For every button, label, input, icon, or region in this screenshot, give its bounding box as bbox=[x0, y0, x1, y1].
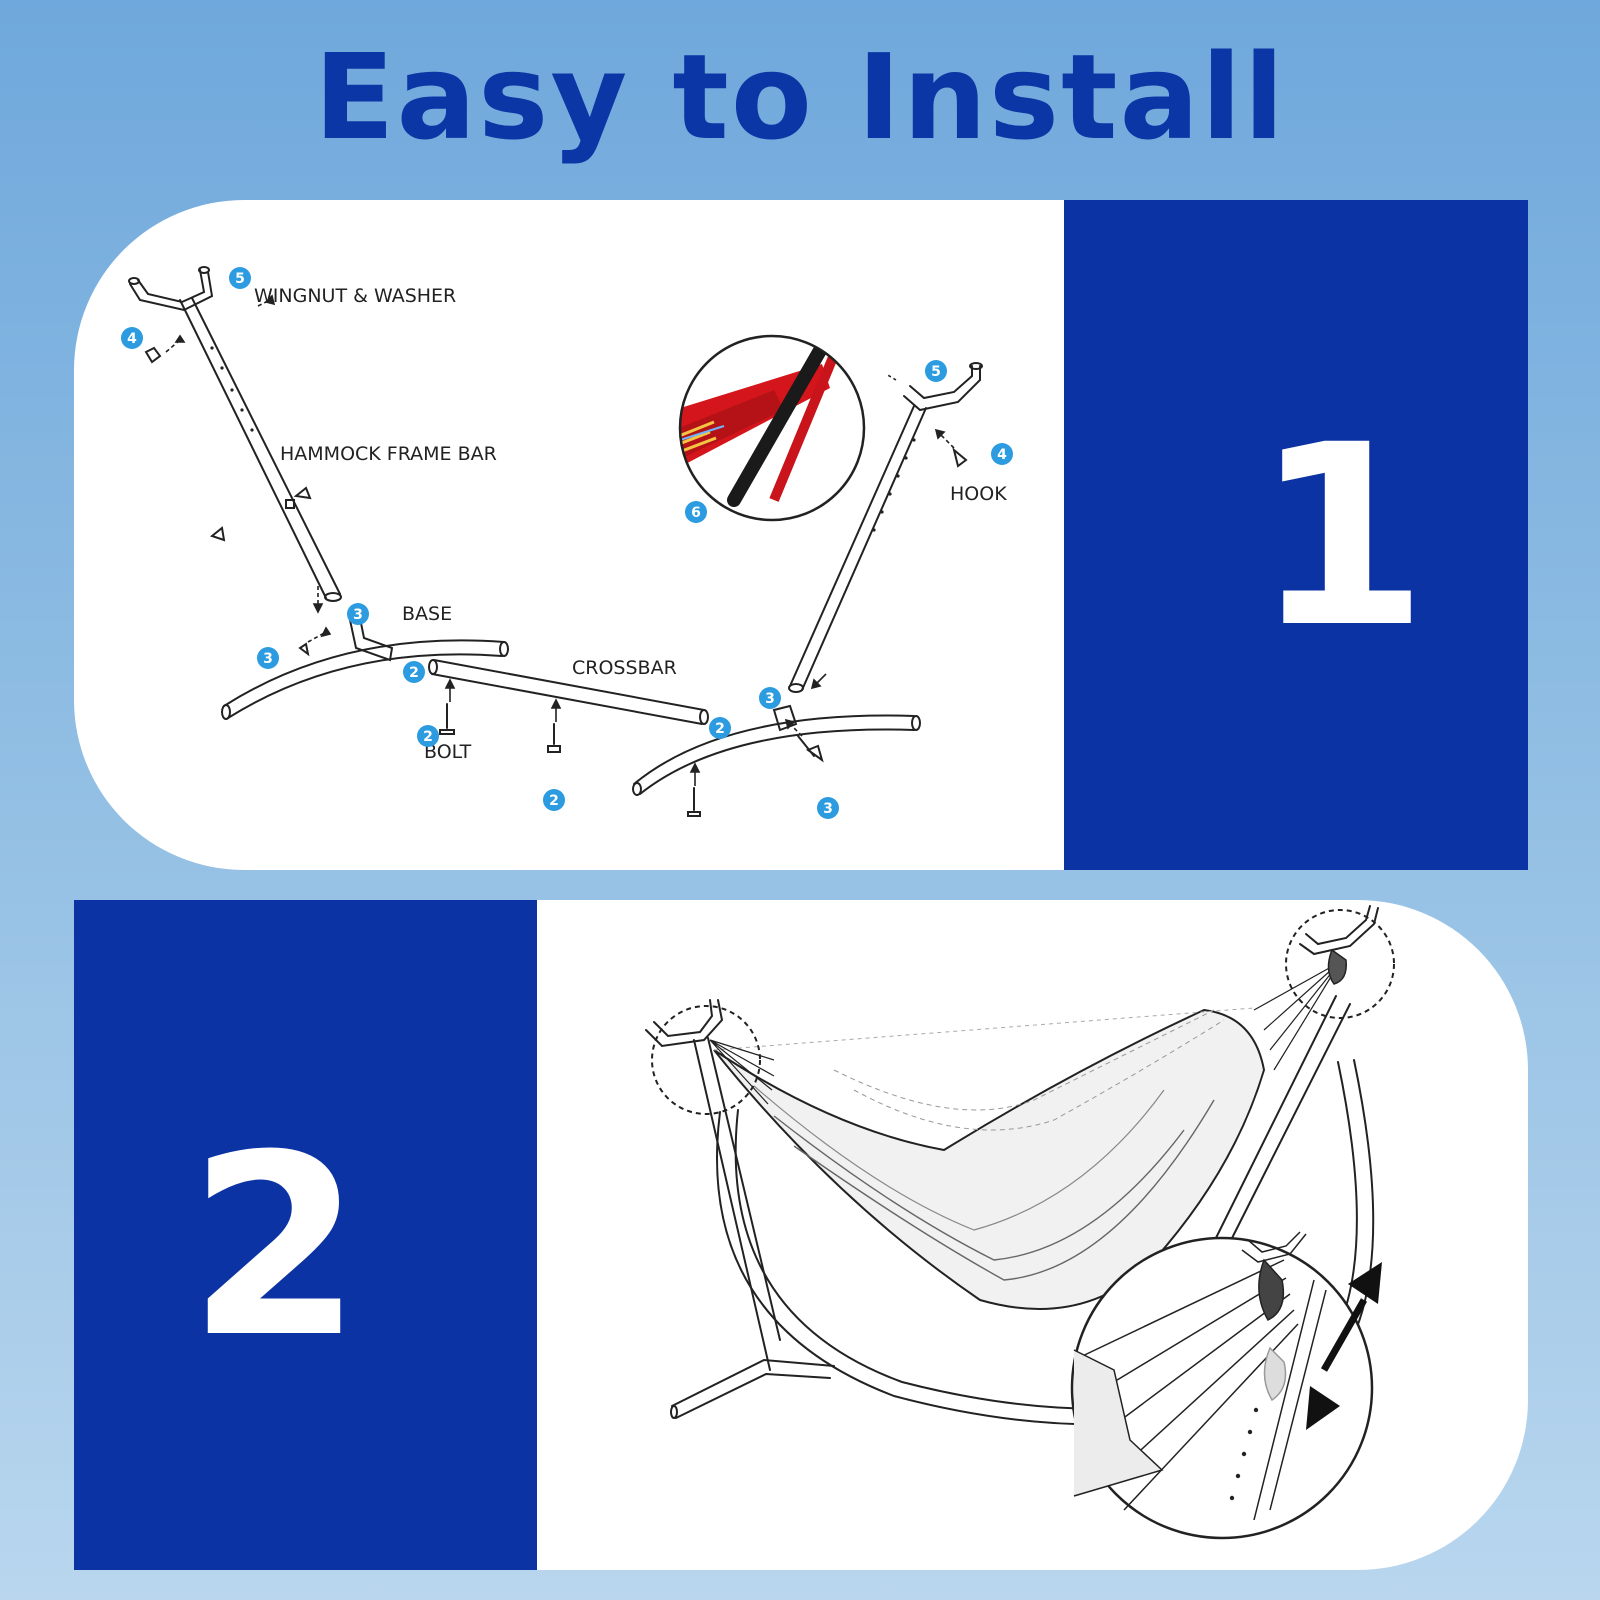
svg-text:2: 2 bbox=[715, 721, 725, 737]
callout-badge: 4 bbox=[121, 327, 143, 349]
label-hammock-frame-bar: HAMMOCK FRAME BAR bbox=[280, 443, 497, 465]
right-hook-highlight bbox=[1285, 909, 1395, 1019]
strap-detail-inset bbox=[678, 334, 866, 522]
svg-text:3: 3 bbox=[823, 801, 833, 817]
svg-text:4: 4 bbox=[997, 447, 1007, 463]
label-hook: HOOK bbox=[950, 483, 1007, 505]
callout-badge: 5 bbox=[229, 267, 251, 289]
svg-text:4: 4 bbox=[127, 331, 137, 347]
svg-text:3: 3 bbox=[353, 607, 363, 623]
hammock-fabric bbox=[709, 961, 1341, 1310]
left-hook-highlight bbox=[651, 1005, 761, 1115]
step-2-badge: 2 bbox=[74, 900, 537, 1570]
step-2-number: 2 bbox=[188, 1101, 362, 1392]
callout-badge: 6 bbox=[685, 501, 707, 523]
label-crossbar: CROSSBAR bbox=[572, 657, 677, 679]
callout-badge: 2 bbox=[543, 789, 565, 811]
label-bolt: BOLT bbox=[424, 741, 472, 763]
callout-badge: 2 bbox=[403, 661, 425, 683]
svg-text:2: 2 bbox=[549, 793, 559, 809]
adjust-arrow-icon bbox=[1306, 1262, 1382, 1430]
hook-adjust-inset bbox=[1070, 1231, 1374, 1540]
step-2-panel: 2 bbox=[74, 900, 1528, 1570]
callout-badge: 3 bbox=[257, 647, 279, 669]
step-1-number: 1 bbox=[1254, 391, 1428, 682]
svg-text:3: 3 bbox=[263, 651, 273, 667]
svg-text:2: 2 bbox=[409, 665, 419, 681]
callout-badge: 2 bbox=[417, 725, 439, 747]
svg-text:5: 5 bbox=[235, 271, 245, 287]
callout-badge: 3 bbox=[347, 603, 369, 625]
callout-badge: 2 bbox=[709, 717, 731, 739]
hammock-hanging-diagram bbox=[645, 905, 1395, 1540]
callout-badge: 4 bbox=[991, 443, 1013, 465]
label-base: BASE bbox=[402, 603, 452, 625]
frame-assembly-diagram: WINGNUT & WASHER HAMMOCK FRAME BAR HOOK … bbox=[121, 266, 1013, 819]
step-1-badge: 1 bbox=[1064, 200, 1528, 870]
label-wingnut-washer: WINGNUT & WASHER bbox=[254, 285, 456, 307]
callout-badge: 3 bbox=[817, 797, 839, 819]
callout-badge: 5 bbox=[925, 360, 947, 382]
svg-text:6: 6 bbox=[691, 505, 701, 521]
step-1-panel: WINGNUT & WASHER HAMMOCK FRAME BAR HOOK … bbox=[74, 200, 1528, 870]
callout-badge: 3 bbox=[759, 687, 781, 709]
page-title: Easy to Install bbox=[313, 28, 1287, 166]
svg-text:5: 5 bbox=[931, 364, 941, 380]
svg-text:3: 3 bbox=[765, 691, 775, 707]
svg-text:2: 2 bbox=[423, 729, 433, 745]
